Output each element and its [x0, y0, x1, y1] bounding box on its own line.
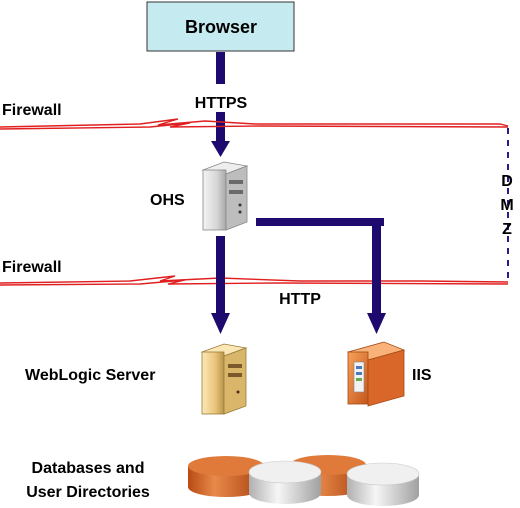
dmz-letter-z: Z — [502, 221, 512, 238]
http-label: HTTP — [279, 291, 321, 308]
weblogic-label: WebLogic Server — [25, 367, 155, 384]
storage-label-line1: Databases and — [32, 460, 145, 477]
dmz-letter-m: M — [500, 197, 513, 214]
ohs-to-weblogic-arrow — [211, 236, 230, 334]
database-cylinder-orange-left — [188, 456, 264, 497]
ohs-server-icon — [201, 161, 249, 231]
database-cylinder-white-left — [248, 460, 322, 504]
ohs-label: OHS — [150, 192, 185, 209]
firewall-bottom-line — [0, 275, 509, 286]
iis-server-icon — [346, 341, 406, 407]
weblogic-server-icon — [200, 343, 248, 415]
firewall-top-label: Firewall — [2, 102, 62, 119]
ohs-to-iis-arrow — [256, 218, 386, 334]
database-cylinder-white-right — [346, 462, 420, 506]
iis-label: IIS — [412, 367, 432, 384]
storage-label-line2: User Directories — [26, 484, 150, 501]
firewall-top-line — [0, 118, 509, 130]
browser-label: Browser — [185, 17, 257, 37]
https-label: HTTPS — [195, 95, 248, 112]
dmz-letter-d: D — [501, 173, 513, 190]
firewall-bottom-label: Firewall — [2, 259, 62, 276]
browser-box: Browser — [146, 1, 295, 52]
